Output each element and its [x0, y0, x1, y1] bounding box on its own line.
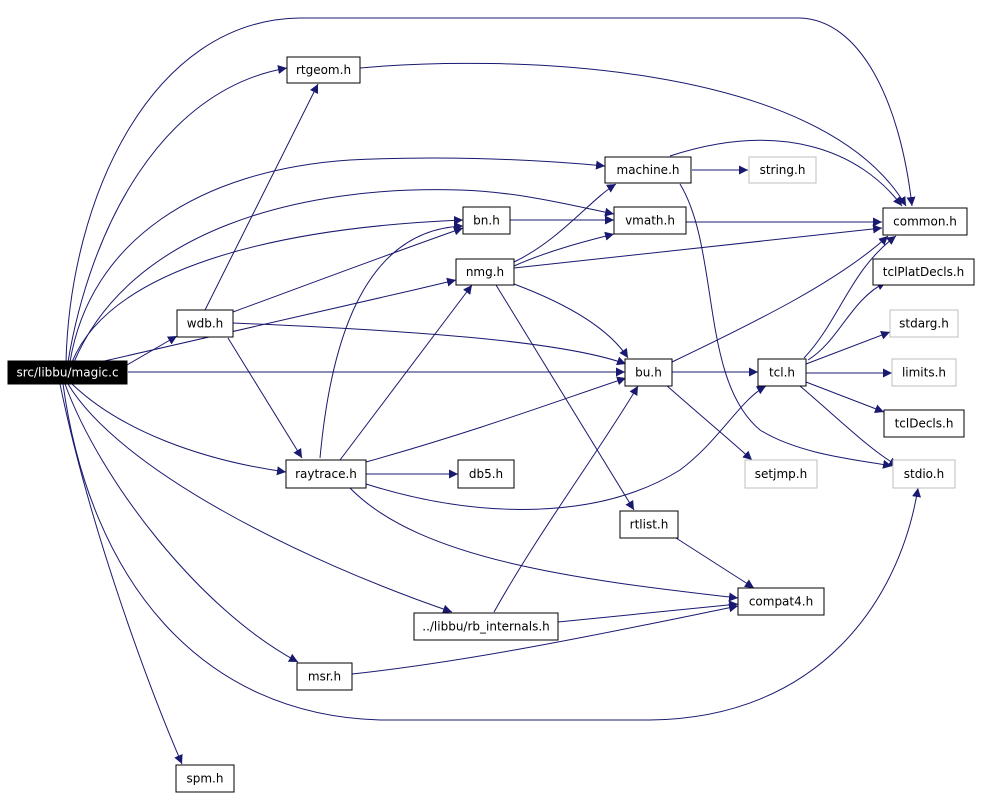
node-rbint[interactable]: ../libbu/rb_internals.h: [413, 612, 559, 641]
edge-root-rbint: [67, 383, 453, 614]
edge-root-vmath: [73, 189, 615, 363]
node-rbint-label: ../libbu/rb_internals.h: [422, 620, 550, 634]
node-rtgeom-label: rtgeom.h: [296, 63, 351, 77]
edge-root-spm: [59, 383, 183, 765]
edge-root-bn: [71, 215, 464, 363]
node-wdb[interactable]: wdb.h: [176, 309, 234, 338]
edge-raytrace-bn: [319, 221, 464, 459]
node-rtlist-label: rtlist.h: [630, 518, 669, 532]
node-setjmp[interactable]: setjmp.h: [744, 459, 818, 489]
edge-wdb-raytrace: [227, 337, 303, 459]
node-bu-label: bu.h: [635, 366, 662, 380]
node-rtlist[interactable]: rtlist.h: [619, 510, 679, 539]
node-rtgeom[interactable]: rtgeom.h: [286, 56, 361, 84]
edge-machine-common: [669, 139, 903, 207]
edge-rbint-compat4: [557, 600, 739, 623]
node-msr[interactable]: msr.h: [296, 662, 353, 691]
node-stdarg-label: stdarg.h: [899, 317, 949, 331]
edge-nmg-machine: [513, 183, 617, 263]
edge-bu-common: [671, 235, 889, 363]
edge-root-machine: [69, 157, 606, 363]
node-string[interactable]: string.h: [748, 156, 817, 184]
node-msr-label: msr.h: [308, 670, 341, 684]
node-machine[interactable]: machine.h: [604, 156, 692, 184]
node-root[interactable]: src/libbu/magic.c: [7, 360, 128, 385]
edge-machine-stdio: [679, 183, 893, 469]
edge-rtgeom-common: [359, 62, 907, 207]
edge-rtlist-compat4: [675, 537, 755, 589]
node-tclplat-label: tclPlatDecls.h: [883, 265, 965, 279]
edge-tcl-common: [803, 235, 897, 359]
node-root-label: src/libbu/magic.c: [16, 366, 118, 380]
node-bn-label: bn.h: [473, 214, 500, 228]
node-stdio-label: stdio.h: [904, 467, 944, 481]
edge-raytrace-tcl: [365, 385, 767, 510]
edge-wdb-bu: [232, 322, 627, 366]
node-stdio[interactable]: stdio.h: [892, 459, 956, 489]
node-nmg-label: nmg.h: [466, 265, 504, 279]
node-raytrace-label: raytrace.h: [295, 467, 357, 481]
edge-nmg-bu: [513, 283, 629, 359]
edge-wdb-bn: [232, 226, 464, 313]
edge-tcl-stdarg: [805, 330, 891, 365]
edge-root-rtgeom: [67, 65, 288, 363]
edge-root-raytrace: [71, 383, 287, 476]
node-vmath-label: vmath.h: [625, 214, 675, 228]
edge-tcl-tclplat: [807, 281, 887, 361]
node-wdb-label: wdb.h: [187, 317, 223, 331]
nodes: src/libbu/magic.c rtgeom.h machine.h str…: [7, 56, 975, 793]
node-tcl-label: tcl.h: [769, 366, 795, 380]
node-common[interactable]: common.h: [882, 207, 968, 236]
node-db5[interactable]: db5.h: [457, 459, 515, 489]
edge-nmg-rtlist: [495, 284, 635, 511]
edge-root-stdio: [62, 383, 922, 721]
node-vmath[interactable]: vmath.h: [613, 206, 687, 235]
edge-rbint-bu: [493, 385, 639, 613]
node-compat4[interactable]: compat4.h: [737, 587, 825, 616]
node-limits-label: limits.h: [902, 366, 946, 380]
edge-root-msr: [64, 383, 299, 663]
node-setjmp-label: setjmp.h: [755, 467, 807, 481]
node-common-label: common.h: [893, 215, 957, 229]
edge-root-common: [65, 17, 916, 363]
edge-raytrace-compat4: [349, 487, 739, 602]
node-raytrace[interactable]: raytrace.h: [285, 459, 367, 489]
node-stdarg[interactable]: stdarg.h: [889, 309, 959, 338]
node-bu[interactable]: bu.h: [624, 358, 673, 387]
edge-root-wdb: [126, 335, 178, 366]
edge-raytrace-nmg: [339, 284, 473, 461]
edge-msr-compat4: [351, 603, 739, 675]
edge-nmg-vmath: [513, 231, 615, 267]
edge-tcl-stdio: [799, 385, 899, 467]
node-nmg[interactable]: nmg.h: [455, 258, 515, 286]
edge-wdb-rtgeom: [204, 83, 319, 311]
edge-bu-setjmp: [665, 384, 753, 461]
node-db5-label: db5.h: [469, 467, 503, 481]
edge-tcl-tcldecls: [805, 381, 885, 413]
node-tcldecls-label: tclDecls.h: [895, 417, 954, 431]
node-tcl[interactable]: tcl.h: [757, 358, 807, 387]
node-bn[interactable]: bn.h: [462, 206, 511, 235]
node-spm[interactable]: spm.h: [175, 764, 235, 793]
node-limits[interactable]: limits.h: [891, 358, 957, 387]
node-tclplat[interactable]: tclPlatDecls.h: [872, 258, 975, 286]
edges: [59, 17, 922, 765]
node-compat4-label: compat4.h: [749, 595, 813, 609]
node-string-label: string.h: [760, 163, 806, 177]
edge-raytrace-bu: [365, 376, 627, 463]
node-tcldecls[interactable]: tclDecls.h: [883, 409, 965, 438]
node-spm-label: spm.h: [187, 772, 224, 786]
node-machine-label: machine.h: [617, 163, 680, 177]
edge-nmg-common: [513, 224, 883, 269]
